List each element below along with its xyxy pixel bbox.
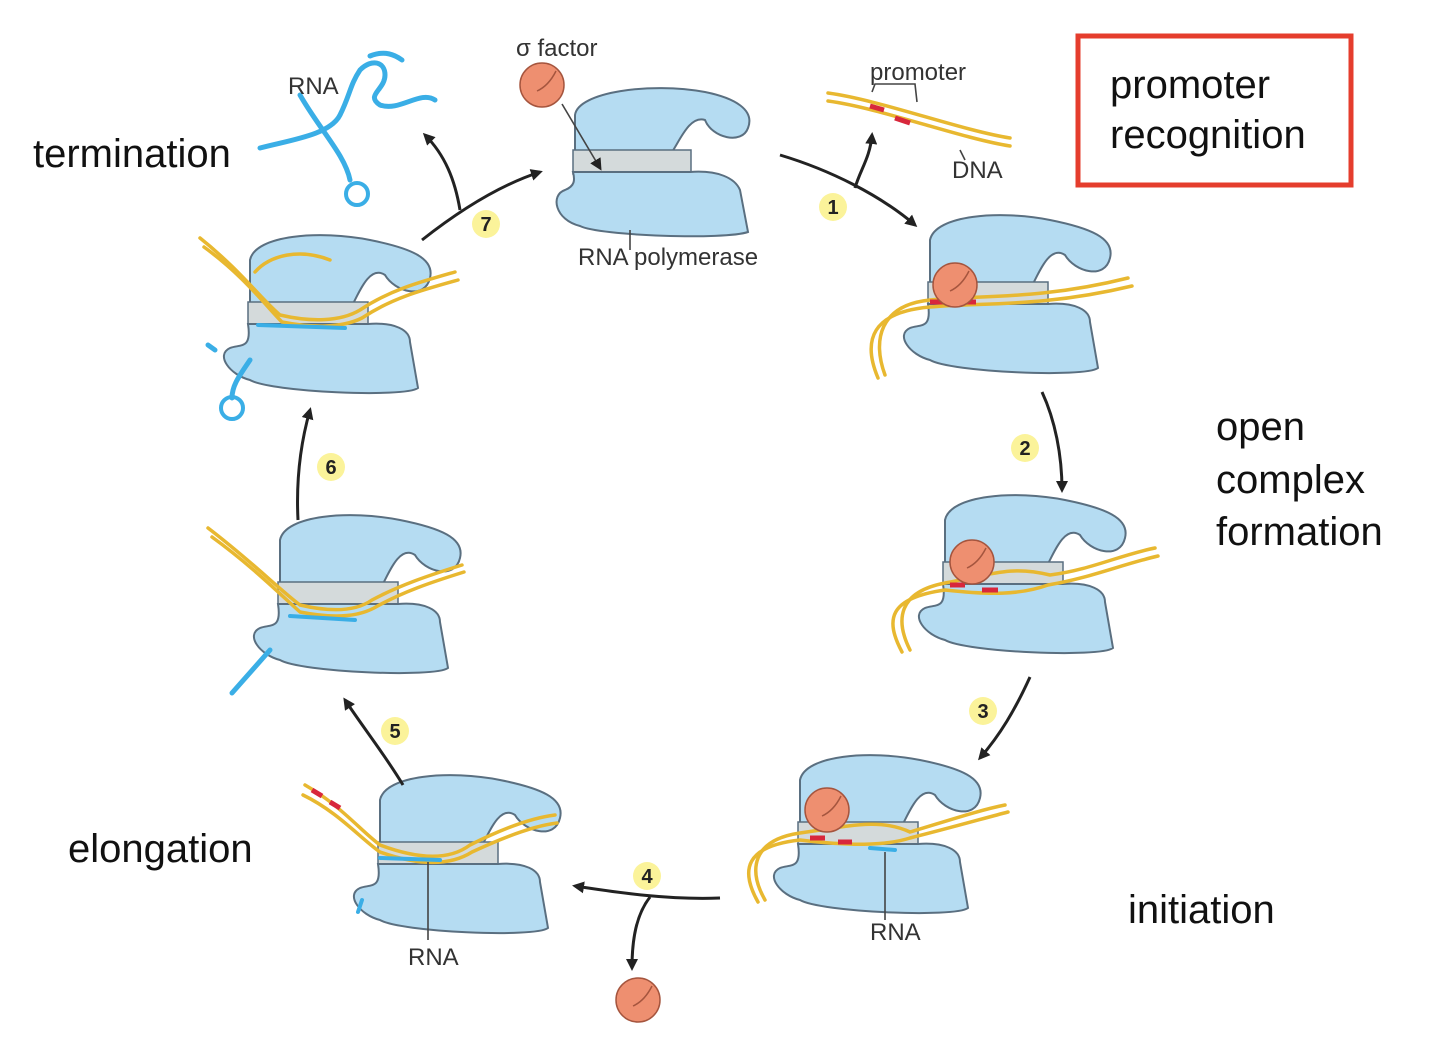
- promoter-recognition-line2: recognition: [1110, 113, 1306, 157]
- promoter-recognition-line1: promoter: [1110, 63, 1270, 107]
- step-badge-7: 7: [472, 210, 500, 238]
- sigma-factor-top: [519, 62, 565, 108]
- step-badge-3: 3: [969, 697, 997, 725]
- step-number-7: 7: [480, 214, 491, 236]
- open-complex-line3: formation: [1216, 510, 1383, 554]
- promoter-bracket: [871, 83, 918, 103]
- arrow-step-3: [978, 676, 1032, 761]
- dna-leader: [959, 149, 966, 161]
- arrow-step-1: [779, 153, 918, 227]
- initiation-complex: [772, 754, 982, 915]
- released-sigma: [615, 977, 661, 1023]
- free-rna-polymerase: [555, 87, 751, 238]
- arrow-dna-join: [853, 132, 878, 189]
- step-number-3: 3: [977, 701, 988, 723]
- step-badge-5: 5: [381, 717, 409, 745]
- arrow-step-4: [572, 881, 721, 900]
- closed-complex-sigma: [932, 262, 978, 308]
- step-number-6: 6: [325, 457, 336, 479]
- termination-label: termination: [33, 132, 231, 176]
- step-number-4: 4: [641, 866, 653, 888]
- released-rna: [257, 50, 438, 207]
- dna-label: DNA: [952, 157, 1003, 184]
- open-complex-line2: complex: [1216, 458, 1365, 502]
- initiation-complex-sigma: [804, 787, 850, 833]
- promoter-dna-strand: [826, 91, 1012, 148]
- arrow-step-6: [296, 407, 314, 521]
- promoter-recognition-box: [1075, 33, 1354, 188]
- elongation-complex-2-dna: [206, 526, 466, 696]
- arrow-step-7: [421, 169, 543, 242]
- step-number-5: 5: [389, 721, 400, 743]
- arrow-rna-release: [422, 132, 462, 211]
- step-number-2: 2: [1019, 438, 1030, 460]
- arrow-sigma-release: [626, 896, 652, 971]
- open-complex-dna: [891, 546, 1160, 654]
- step-number-1: 1: [827, 197, 838, 219]
- open-complex-line1: open: [1216, 405, 1305, 449]
- sigma-factor-label: σ factor: [516, 35, 598, 62]
- rna-top-label: RNA: [288, 73, 339, 100]
- initiation-complex-dna: [747, 803, 1010, 904]
- rna-initiation-label: RNA: [870, 919, 921, 946]
- sigma-leader: [561, 103, 602, 171]
- step-badge-1: 1: [819, 193, 847, 221]
- promoter-label: promoter: [870, 59, 966, 86]
- arrow-step-2: [1040, 391, 1068, 493]
- open-complex-sigma: [949, 539, 995, 585]
- elongation-complex-dna: [301, 783, 559, 914]
- step-badge-2: 2: [1011, 434, 1039, 462]
- elongation-label: elongation: [68, 827, 253, 871]
- arrow-step-5: [343, 697, 405, 786]
- terminating-complex-dna: [198, 236, 460, 421]
- initiation-label: initiation: [1128, 888, 1275, 932]
- rna-polymerase-label: RNA polymerase: [578, 244, 758, 271]
- rna-elongation-label: RNA: [408, 944, 459, 971]
- step-badge-4: 4: [633, 862, 661, 890]
- step-badge-6: 6: [317, 453, 345, 481]
